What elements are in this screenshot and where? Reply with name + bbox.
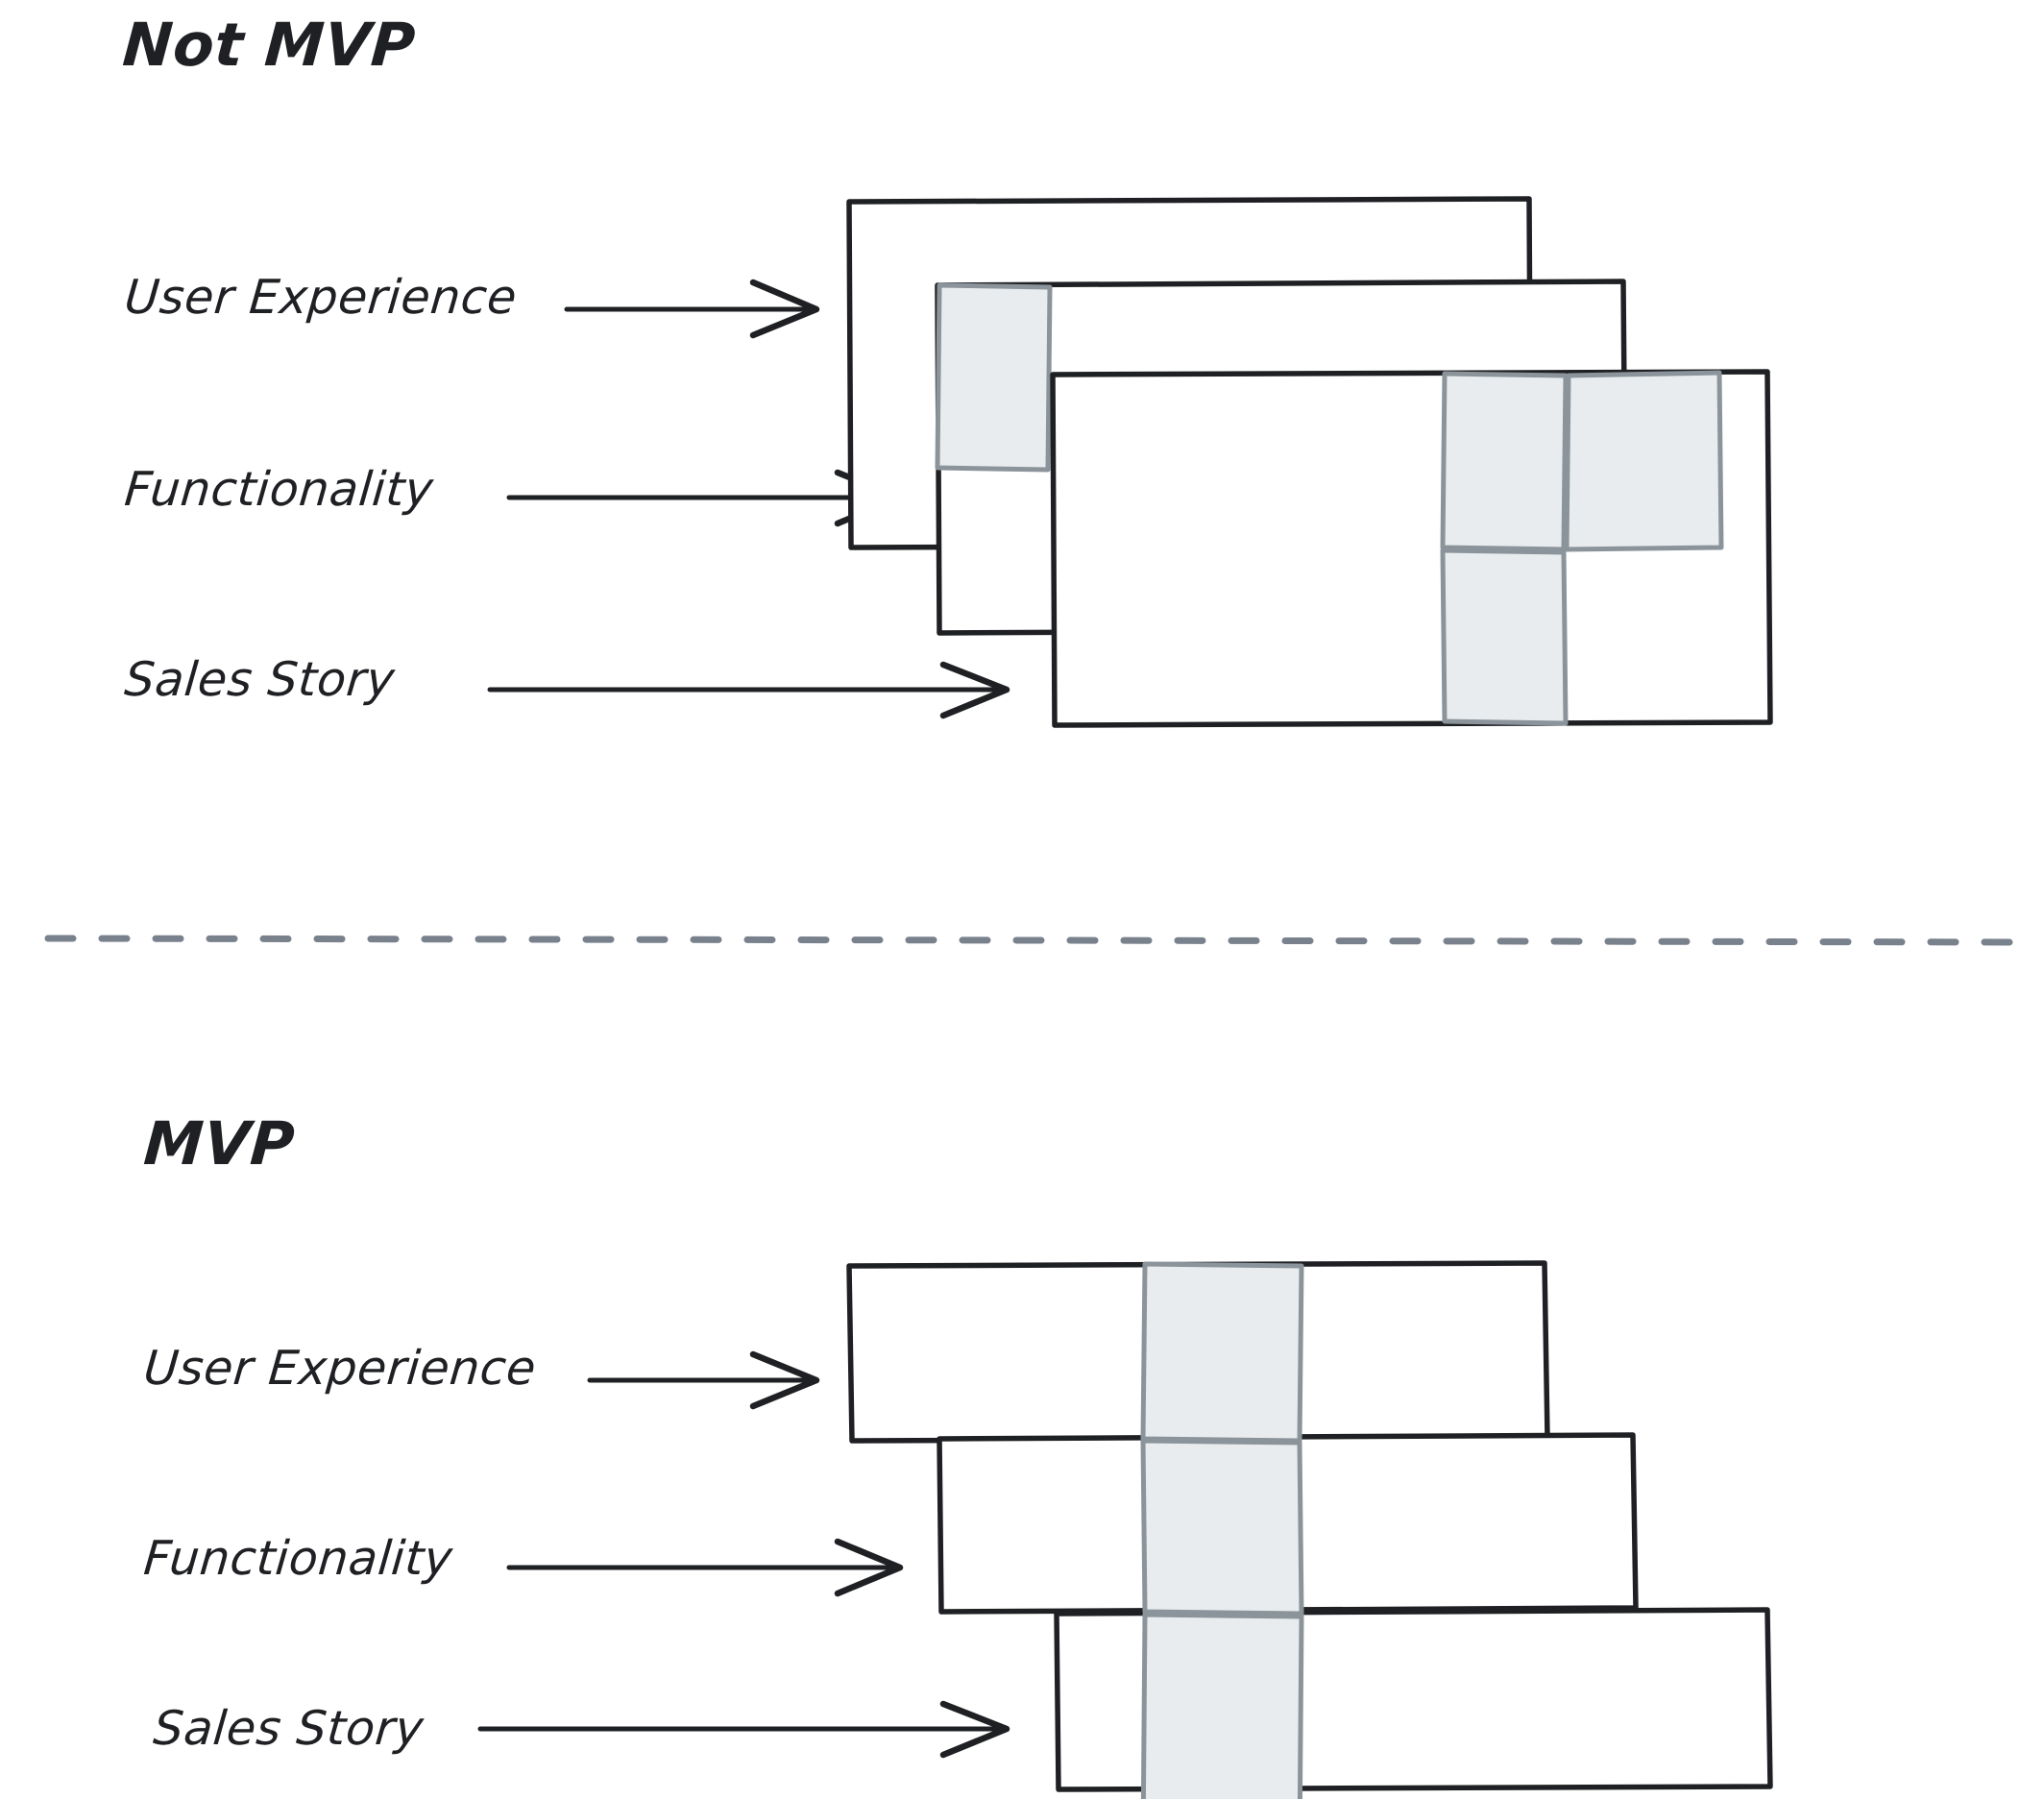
highlight-cell-mvp-sales-story-1 [1140,1612,1304,1799]
arrow-not-mvp-functionality [506,469,904,527]
arrow-mvp-user-experience [587,1350,820,1410]
label-mvp-functionality: Functionality [141,1531,455,1586]
section-title-not-mvp: Not MVP [120,10,418,80]
highlight-cell-not-mvp-functionality-1 [935,282,1053,473]
highlight-cell-mvp-functionality-1 [1140,1438,1304,1617]
label-mvp-user-experience: User Experience [141,1341,539,1396]
arrow-mvp-functionality [506,1538,904,1597]
highlight-cell-not-mvp-sales-story-1 [1440,371,1569,552]
divider-dashed-line [44,935,2040,946]
highlight-cell-not-mvp-sales-story-2 [1564,370,1724,552]
section-title-mvp: MVP [141,1108,298,1179]
label-not-mvp-sales-story: Sales Story [122,652,398,707]
label-not-mvp-functionality: Functionality [122,462,436,517]
arrow-mvp-sales-story [477,1700,1010,1759]
highlight-cell-mvp-user-experience-1 [1140,1261,1304,1444]
arrow-not-mvp-user-experience [564,279,820,339]
label-not-mvp-user-experience: User Experience [122,270,520,325]
label-mvp-sales-story: Sales Story [151,1701,426,1756]
arrow-not-mvp-sales-story [487,661,1010,719]
highlight-cell-not-mvp-sales-story-3 [1440,547,1569,726]
